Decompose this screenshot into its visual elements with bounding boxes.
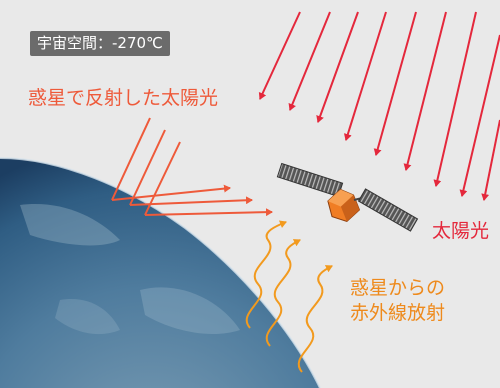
infrared-label-line1: 惑星からの [350, 277, 446, 299]
sun-ray-arrows [258, 11, 500, 201]
reflected-sunlight-label: 惑星で反射した太陽光 [28, 87, 219, 109]
planet-earth [0, 157, 321, 388]
infrared-radiation-label: 惑星からの 赤外線放射 [350, 276, 445, 326]
infrared-wavy-arrows [245, 220, 333, 373]
space-temperature-label: 宇宙空間：-270℃ [30, 31, 170, 56]
satellite-icon [276, 162, 419, 232]
reflected-ray-arrows [111, 117, 273, 217]
sunlight-label: 太陽光 [432, 220, 490, 242]
infrared-label-line2: 赤外線放射 [350, 302, 446, 324]
